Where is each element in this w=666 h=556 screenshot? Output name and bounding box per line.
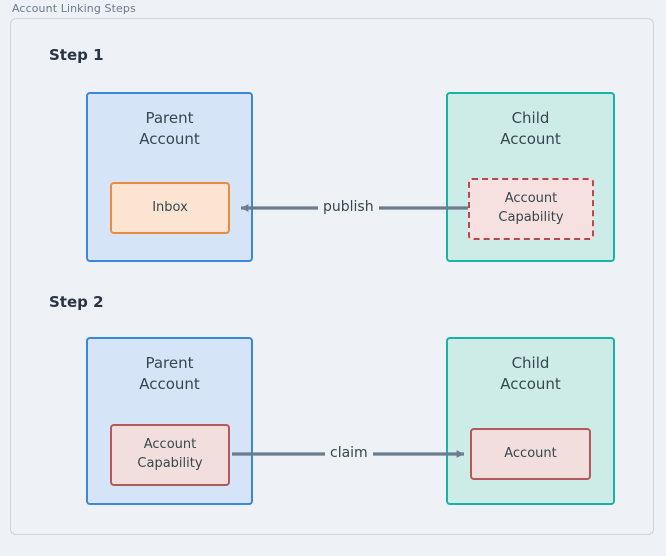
diagram-frame — [10, 18, 654, 535]
step-1-parent-account-title: Parent Account — [139, 109, 200, 149]
step-1-account-capability-box[interactable]: Account Capability — [468, 178, 594, 240]
publish-arrow-label: publish — [318, 199, 379, 215]
step-2-child-account-title: Child Account — [500, 354, 561, 394]
step-2-parent-account-title: Parent Account — [139, 354, 200, 394]
step-1-child-account-title: Child Account — [500, 109, 561, 149]
claim-arrow-label: claim — [325, 445, 373, 461]
frame-title: Account Linking Steps — [12, 2, 136, 15]
step-1-parent-account-box[interactable]: Parent Account — [86, 92, 253, 262]
step-1-label: Step 1 — [49, 46, 104, 64]
step-2-account-box[interactable]: Account — [470, 428, 591, 480]
step-1-inbox-box[interactable]: Inbox — [110, 182, 230, 234]
step-2-account-capability-box[interactable]: Account Capability — [110, 424, 230, 486]
step-2-label: Step 2 — [49, 293, 104, 311]
